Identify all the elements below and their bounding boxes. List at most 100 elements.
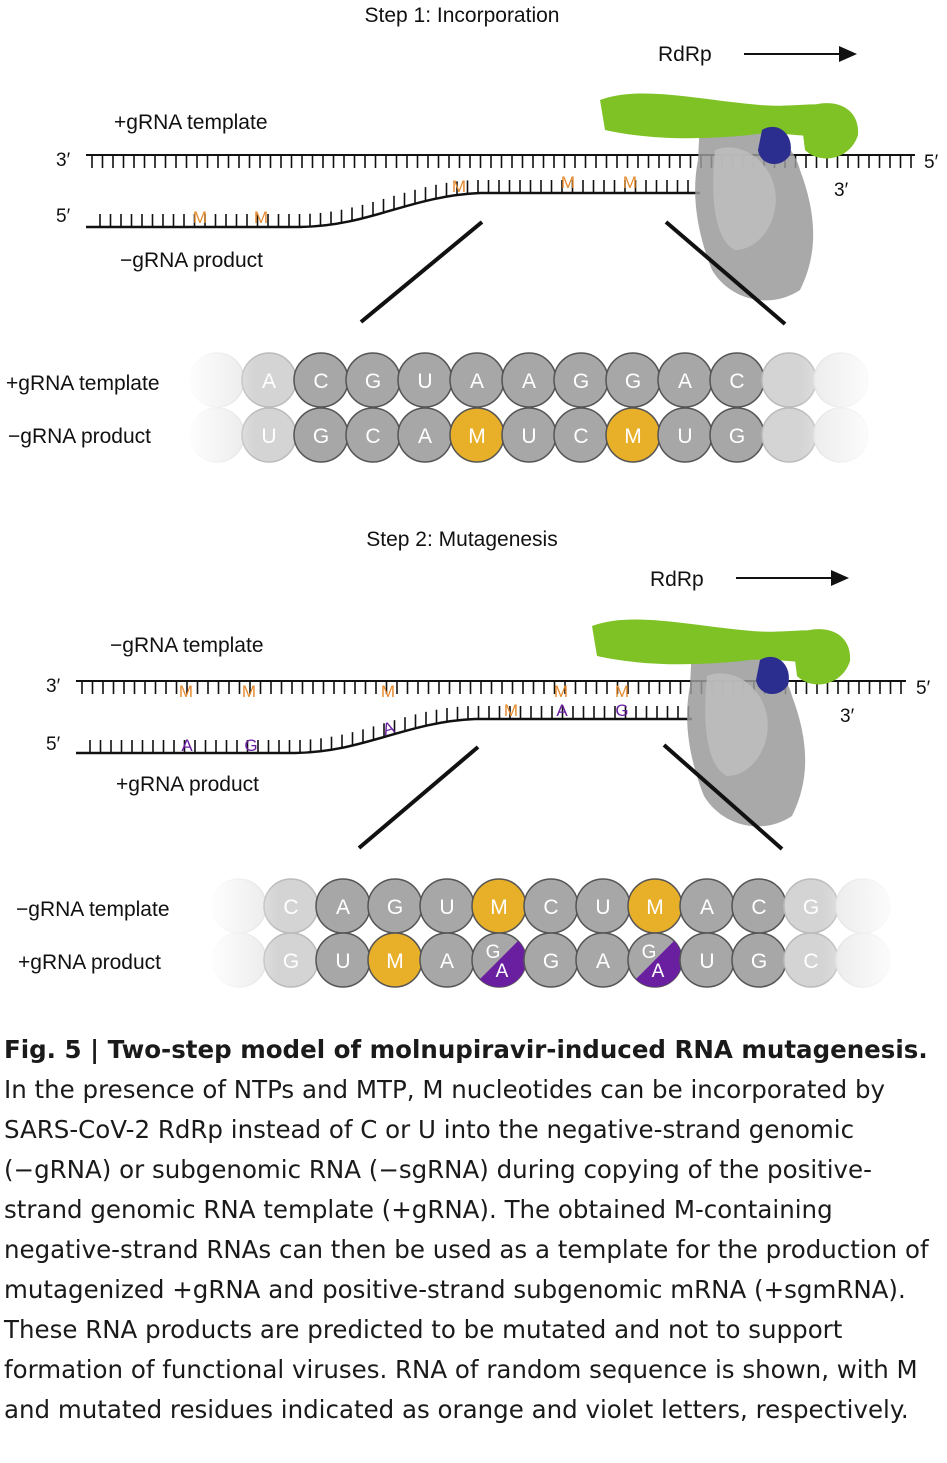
- svg-text:A: A: [440, 950, 454, 973]
- step2-template-nucleotide-bead: A: [679, 878, 735, 934]
- step1-product-nucleotide-bead: U: [657, 407, 713, 463]
- step2-product-nucleotide-bead: GA: [627, 932, 683, 988]
- step2-product-nucleotide-bead: GA: [471, 932, 527, 988]
- svg-text:M: M: [242, 682, 256, 701]
- figure-caption: Fig. 5 | Two-step model of molnupiravir-…: [4, 1030, 944, 1430]
- step1-product-nucleotide-bead: G: [709, 407, 765, 463]
- svg-text:G: G: [244, 736, 257, 755]
- step2-strand-mark: M: [615, 682, 629, 701]
- step2-template-nucleotide-bead: C: [523, 878, 579, 934]
- svg-text:M: M: [254, 208, 268, 227]
- step1-template-nucleotide-bead: A: [449, 352, 505, 408]
- svg-text:M: M: [623, 173, 637, 192]
- svg-text:C: C: [313, 370, 328, 393]
- svg-text:G: G: [615, 701, 628, 720]
- step2-product-nucleotide-bead: U: [315, 932, 371, 988]
- step1-rdrp-structure: [600, 93, 859, 301]
- step2-template-nucleotide-bead: C: [731, 878, 787, 934]
- step1-template-nucleotide-bead: A: [657, 352, 713, 408]
- svg-text:M: M: [193, 208, 207, 227]
- step1-zoom-line-left: [359, 220, 484, 324]
- step1-strand-mark: M: [623, 173, 637, 192]
- svg-text:A: A: [181, 736, 193, 755]
- step1-rdrp-label: RdRp: [658, 43, 712, 66]
- svg-text:C: C: [751, 896, 766, 919]
- step1-strand-mark: M: [452, 177, 466, 196]
- step2-product-nucleotide-bead: G: [523, 932, 579, 988]
- svg-text:A: A: [496, 961, 509, 982]
- svg-text:G: G: [387, 896, 403, 919]
- svg-text:G: G: [803, 896, 819, 919]
- step1-template-strand-label: +gRNA template: [114, 111, 268, 134]
- svg-text:A: A: [652, 961, 665, 982]
- step1-product-3prime: 3′: [834, 180, 849, 201]
- step2-strand-mark: M: [179, 682, 193, 701]
- step2-zoom-line-left: [357, 745, 480, 850]
- step1-strand-mark: M: [561, 173, 575, 192]
- svg-text:M: M: [468, 425, 486, 448]
- step2-title: Step 2: Mutagenesis: [366, 528, 557, 551]
- svg-text:A: A: [678, 370, 692, 393]
- step1-product-nucleotide-bead: G: [293, 407, 349, 463]
- step1-zoom-line-right: [664, 220, 787, 326]
- svg-text:U: U: [439, 896, 454, 919]
- svg-text:G: G: [543, 950, 559, 973]
- svg-text:A: A: [418, 425, 432, 448]
- svg-text:A: A: [522, 370, 536, 393]
- step1-product-nucleotide-bead: C: [553, 407, 609, 463]
- svg-text:M: M: [452, 177, 466, 196]
- step1-template-3prime: 3′: [56, 150, 71, 171]
- figure-panel: Step 1: Incorporation RdRp +gRNA templat…: [6, 4, 939, 991]
- svg-text:M: M: [646, 896, 664, 919]
- step1-product-nucleotide-bead: M: [605, 407, 661, 463]
- step1-product-nucleotide-bead: M: [449, 407, 505, 463]
- step2-product-strand-label: +gRNA product: [116, 773, 259, 796]
- step1-strand-mark: M: [254, 208, 268, 227]
- step2-product-nucleotide-bead: A: [419, 932, 475, 988]
- svg-text:U: U: [521, 425, 536, 448]
- svg-text:A: A: [336, 896, 350, 919]
- step2-product-nucleotide-bead: U: [679, 932, 735, 988]
- step2-product-strand: [76, 706, 692, 755]
- svg-text:U: U: [677, 425, 692, 448]
- svg-text:G: G: [625, 370, 641, 393]
- caption-body: In the presence of NTPs and MTP, M nucle…: [4, 1075, 929, 1424]
- caption-title: Fig. 5 | Two-step model of molnupiravir-…: [4, 1035, 928, 1064]
- step2-product-nucleotide-bead: A: [575, 932, 631, 988]
- step2-template-3prime: 3′: [46, 676, 61, 697]
- step2-product-5prime: 5′: [46, 734, 61, 755]
- step1-strand-mark: M: [193, 208, 207, 227]
- svg-text:G: G: [729, 425, 745, 448]
- svg-text:U: U: [417, 370, 432, 393]
- svg-text:A: A: [700, 896, 714, 919]
- svg-text:A: A: [262, 370, 276, 393]
- svg-text:M: M: [561, 173, 575, 192]
- step1-template-5prime: 5′: [924, 152, 939, 173]
- step1-product-strand-label: −gRNA product: [120, 249, 263, 272]
- step2-panel: Step 2: Mutagenesis RdRp −gRNA template …: [46, 528, 931, 827]
- step2-template-nucleotide-bead: A: [315, 878, 371, 934]
- step1-row-product-label: −gRNA product: [8, 425, 151, 448]
- step2-rdrp-label: RdRp: [650, 568, 704, 591]
- step2-strand-mark: M: [504, 701, 518, 720]
- step1-row-template-label: +gRNA template: [6, 372, 160, 395]
- svg-text:C: C: [803, 950, 818, 973]
- svg-text:M: M: [615, 682, 629, 701]
- step1-template-nucleotide-bead: G: [605, 352, 661, 408]
- svg-text:C: C: [573, 425, 588, 448]
- step2-strand-mark: M: [242, 682, 256, 701]
- svg-text:U: U: [335, 950, 350, 973]
- svg-text:G: G: [365, 370, 381, 393]
- step2-strand-mark: G: [615, 701, 628, 720]
- step2-template-strand-label: −gRNA template: [110, 634, 264, 657]
- step1-product-nucleotide-bead: A: [397, 407, 453, 463]
- svg-text:C: C: [729, 370, 744, 393]
- step1-title: Step 1: Incorporation: [365, 4, 560, 27]
- step1-template-nucleotide-bead: C: [709, 352, 765, 408]
- svg-text:M: M: [624, 425, 642, 448]
- step2-rdrp-structure: [592, 619, 851, 827]
- step2-template-nucleotide-bead: U: [419, 878, 475, 934]
- step2-strand-mark: M: [381, 682, 395, 701]
- svg-text:A: A: [596, 950, 610, 973]
